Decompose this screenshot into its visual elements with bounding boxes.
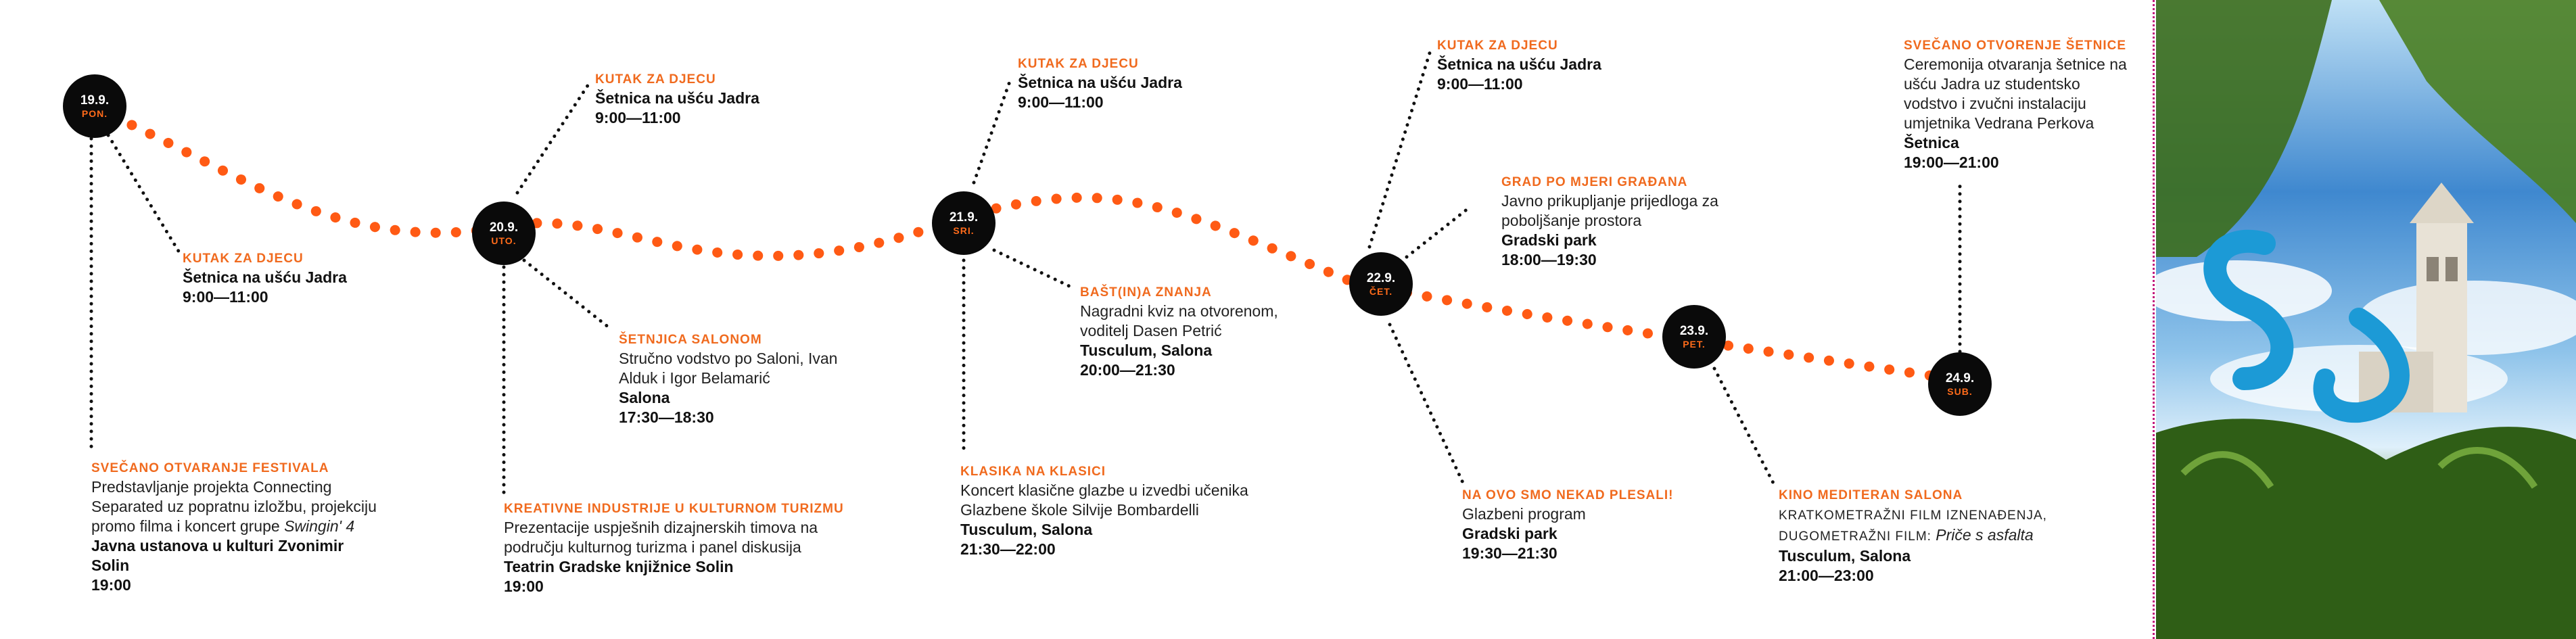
event-time: 21:30—22:00 [960,540,1056,558]
event-place: Tusculum, Salona [1779,547,1911,565]
event-place: Šetnica na ušću Jadra [1018,74,1182,91]
event-category: BAŠT(IN)A ZNANJA [1080,285,1212,300]
day-badge: 21.9.SRI. [932,191,996,255]
day-badge: 23.9.PET. [1662,305,1726,369]
event-description: Koncert klasične glazbe u izvedbi učenik… [960,481,1248,519]
event-21-kutak: KUTAK ZA DJECU Šetnica na ušću Jadra 9:0… [1018,55,1275,112]
event-category: KREATIVNE INDUSTRIJE U KULTURNOM TURIZMU [504,502,844,516]
fold-dashed-line [2153,0,2155,639]
event-place: Gradski park [1501,231,1597,249]
event-time: 9:00—11:00 [1437,75,1523,93]
event-category: SVEČANO OTVARANJE FESTIVALA [91,461,329,475]
event-21-klasika: KLASIKA NA KLASICI Koncert klasične glaz… [960,463,1265,559]
event-time: 19:00 [504,577,544,595]
event-place: Šetnica na ušću Jadra [595,89,759,107]
event-place: Šetnica na ušću Jadra [1437,55,1601,73]
event-20-kreativne: KREATIVNE INDUSTRIJE U KULTURNOM TURIZMU… [504,500,856,596]
event-time: 19:30—21:30 [1462,544,1558,562]
event-film-title: Priče s asfalta [1936,526,2034,544]
day-badge: 20.9.UTO. [472,202,536,265]
connector-lines [89,49,1962,499]
day-weekday: ČET. [1369,286,1393,297]
event-category: GRAD PO MJERI GRAĐANA [1501,175,1688,189]
event-category: KINO MEDITERAN SALONA [1779,488,1963,502]
event-time: 21:00—23:00 [1779,567,1874,584]
event-20-setnjica: ŠETNJICA SALONOM Stručno vodstvo po Salo… [619,331,842,427]
event-place: Javna ustanova u kulturi Zvonimir Solin [91,537,344,574]
photo-park-tower [2156,0,2576,639]
event-time: 9:00—11:00 [1018,93,1104,111]
day-date: 19.9. [80,93,110,108]
day-badge: 24.9.SUB. [1928,352,1992,416]
event-place: Tusculum, Salona [1080,341,1213,359]
event-description: Predstavljanje projekta Connecting Separ… [91,478,377,535]
day-date: 23.9. [1679,324,1709,338]
day-weekday: PET. [1683,339,1706,350]
event-19-kutak: KUTAK ZA DJECU Šetnica na ušću Jadra 9:0… [183,250,440,307]
event-place: Teatrin Gradske knjižnice Solin [504,558,734,575]
event-category: KUTAK ZA DJECU [1437,39,1558,53]
event-category: KUTAK ZA DJECU [1018,57,1139,71]
event-place: Salona [619,389,670,406]
event-time: 19:00 [91,576,131,594]
event-time: 18:00—19:30 [1501,251,1597,268]
event-description: Prezentacije uspješnih dizajnerskih timo… [504,519,818,556]
day-weekday: SUB. [1947,386,1973,397]
day-weekday: UTO. [491,235,517,246]
event-category: KUTAK ZA DJECU [183,252,304,266]
event-time: 9:00—11:00 [595,109,681,126]
event-22-kutak: KUTAK ZA DJECU Šetnica na ušću Jadra 9:0… [1437,37,1694,94]
day-badge: 19.9.PON. [63,74,126,138]
photo-illustration [2156,0,2576,639]
event-19-otvaranje: SVEČANO OTVARANJE FESTIVALA Predstavljan… [91,460,382,595]
event-category: KUTAK ZA DJECU [595,72,716,87]
day-date: 24.9. [1945,371,1975,385]
event-22-plesali: NA OVO SMO NEKAD PLESALI! Glazbeni progr… [1462,487,1719,563]
event-category: NA OVO SMO NEKAD PLESALI! [1462,488,1674,502]
event-description: Nagradni kviz na otvorenom, voditelj Das… [1080,302,1278,339]
event-21-bastina: BAŠT(IN)A ZNANJA Nagradni kviz na otvore… [1080,284,1310,380]
day-weekday: PON. [81,108,108,119]
event-description: Stručno vodstvo po Saloni, Ivan Alduk i … [619,350,838,387]
day-date: 20.9. [489,220,519,235]
event-category: KLASIKA NA KLASICI [960,465,1106,479]
day-date: 21.9. [949,210,979,224]
event-description: Javno prikupljanje prijedloga za poboljš… [1501,192,1718,229]
event-category: SVEČANO OTVORENJE ŠETNICE [1904,39,2127,53]
event-20-kutak: KUTAK ZA DJECU Šetnica na ušću Jadra 9:0… [595,71,852,128]
event-description: Glazbeni program [1462,505,1586,523]
event-time: 20:00—21:30 [1080,361,1175,379]
event-23-kino: KINO MEDITERAN SALONA KRATKOMETRAŽNI FIL… [1779,487,2097,586]
route-dotted-line [89,103,1957,384]
event-place: Šetnica na ušću Jadra [183,268,347,286]
event-place: Tusculum, Salona [960,521,1093,538]
event-band-name: Swingin' 4 [284,517,355,535]
event-24-otvorenje: SVEČANO OTVORENJE ŠETNICE Ceremonija otv… [1904,37,2127,172]
day-weekday: SRI. [953,225,975,236]
event-place: Šetnica [1904,134,1959,151]
event-description: KRATKOMETRAŽNI FILM IZNENAĐENJA, DUGOMET… [1779,508,2047,544]
event-22-grad: GRAD PO MJERI GRAĐANA Javno prikupljanje… [1501,174,1725,270]
event-place: Gradski park [1462,525,1558,542]
event-description: Ceremonija otvaranja šetnice na ušću Jad… [1904,55,2127,132]
event-time: 17:30—18:30 [619,408,714,426]
event-time: 19:00—21:00 [1904,153,1999,171]
day-date: 22.9. [1366,271,1396,285]
event-category: ŠETNJICA SALONOM [619,333,762,347]
day-badge: 22.9.ČET. [1349,252,1413,316]
event-time: 9:00—11:00 [183,288,268,306]
